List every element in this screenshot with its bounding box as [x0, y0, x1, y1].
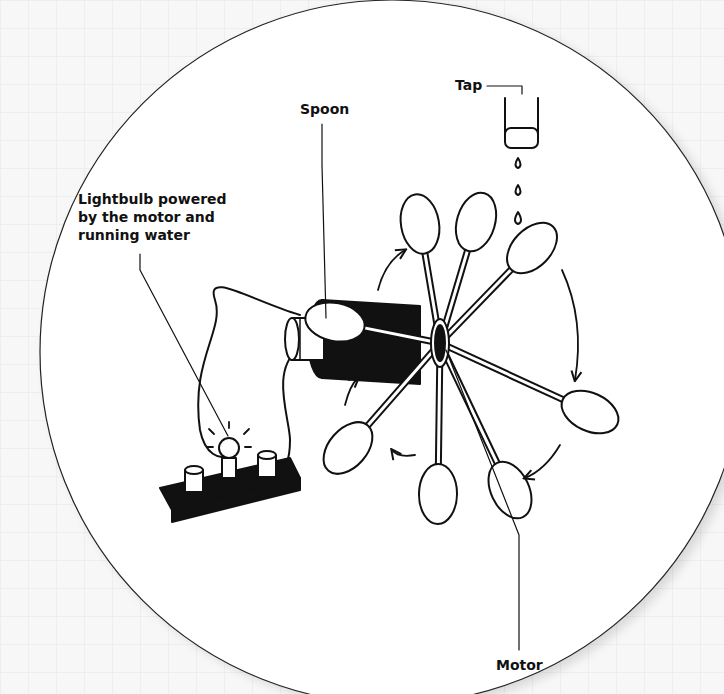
motor-label: Motor: [496, 656, 543, 674]
spoon-handle: [442, 347, 499, 467]
rotation-arrows: [345, 250, 578, 478]
bulb-holder: [185, 422, 276, 492]
spoon-handle-fill: [365, 346, 437, 428]
spoon-bowl: [302, 297, 368, 346]
water-drops: [515, 158, 521, 224]
spoon-bowl: [396, 191, 443, 256]
tap-label: Tap: [455, 76, 482, 94]
wheel-hub: [431, 319, 449, 367]
spoon-label: Spoon: [300, 100, 349, 118]
spoon-handle: [360, 327, 436, 342]
lightbulb-label: Lightbulb powered by the motor and runni…: [78, 190, 248, 244]
spoon-handle-fill: [443, 267, 514, 340]
spoon-bowl: [480, 455, 540, 526]
frame-circle: [40, 0, 724, 694]
spoon-handle-fill: [360, 327, 436, 342]
spoon-bowl: [497, 213, 566, 283]
spoon-bowl: [419, 464, 458, 524]
tap-nozzle: [505, 128, 538, 148]
spoon-handle-fill: [442, 347, 499, 467]
spoon-handle: [365, 346, 437, 428]
spoon-bowl: [314, 413, 382, 483]
spoons: [302, 188, 625, 525]
spoon-bowl: [449, 188, 503, 256]
tap: [505, 98, 538, 148]
spoon-bowl: [555, 382, 625, 442]
leader-lines: [140, 86, 522, 650]
water-wheel-drawing: [140, 86, 625, 650]
spoon-handle: [443, 267, 514, 340]
wheel-hub-core: [435, 325, 445, 361]
